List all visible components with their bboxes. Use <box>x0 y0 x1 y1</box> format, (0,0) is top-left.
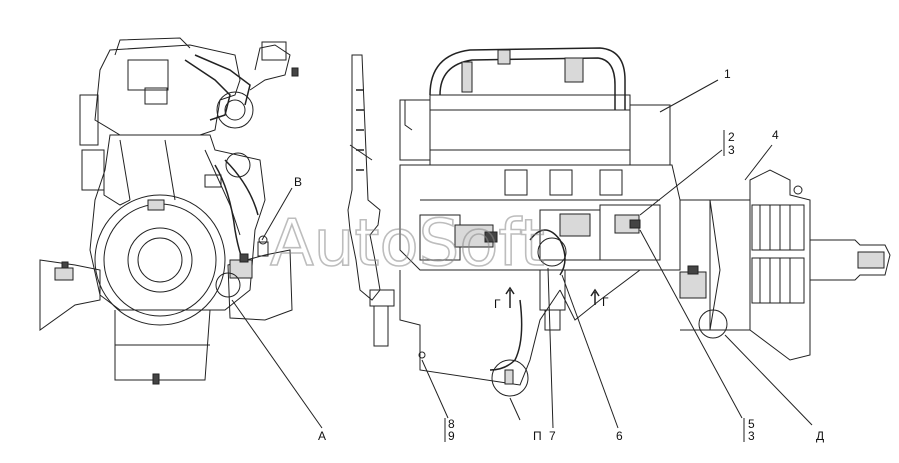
leader-lines <box>231 79 813 429</box>
engine-side-view <box>399 47 891 397</box>
callout-5: 5 <box>748 417 755 431</box>
callout-1: 1 <box>724 67 731 81</box>
callout-9: 9 <box>448 429 455 443</box>
callout-8: 8 <box>448 417 455 431</box>
callout-3-top: 3 <box>728 143 735 157</box>
fan-belt-assembly <box>347 54 395 347</box>
callout-3-bottom: 3 <box>748 429 755 443</box>
callout-4: 4 <box>772 128 779 142</box>
watermark-text: AutoSoft <box>270 207 545 281</box>
callout-6: 6 <box>616 429 623 443</box>
callout-A: А <box>318 429 326 443</box>
callout-P: П <box>533 429 542 443</box>
callout-7: 7 <box>549 429 556 443</box>
callout-G-left: Г <box>494 297 501 311</box>
callout-2: 2 <box>728 130 735 144</box>
callout-G-right: Г <box>602 295 609 309</box>
callout-labels: 1 2 3 4 В Г Г А 8 9 П 7 6 5 3 Д <box>294 67 824 443</box>
callout-D: Д <box>816 429 824 443</box>
callout-B: В <box>294 175 302 189</box>
engine-front-view <box>39 37 299 385</box>
